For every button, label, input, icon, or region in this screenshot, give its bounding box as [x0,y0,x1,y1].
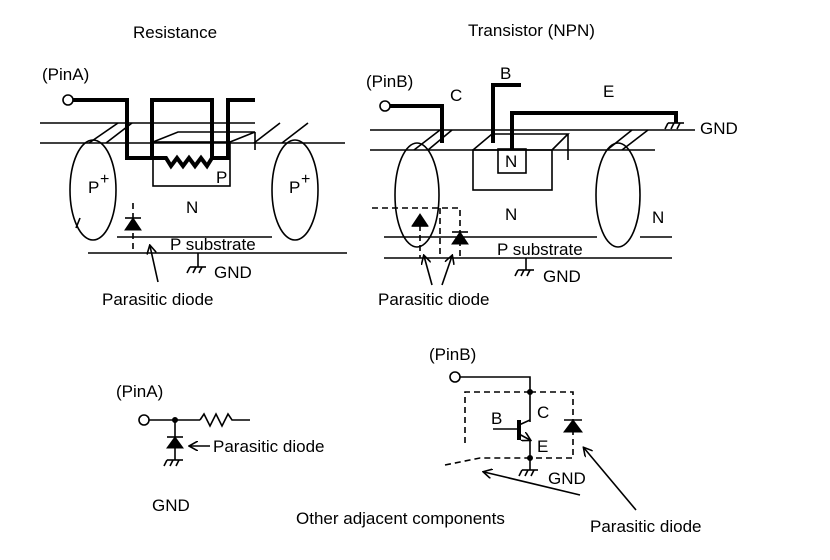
diode-triangle [166,436,184,449]
n-body-label: N [505,205,517,224]
parasitic-box [372,207,469,258]
parasitic-arrow-right [441,256,452,286]
arrow-tick [75,217,81,229]
transistor-cross-section: Transistor (NPN) (PinB) C B E GND N [366,21,738,309]
gnd-symbol [518,469,538,477]
base-schematic-label: B [491,409,502,428]
substrate-label: P substrate [497,240,583,259]
schematic-transistor: (PinB) B C E GND Other adjacent componen… [296,345,702,536]
parasitic-label: Parasitic diode [102,290,214,309]
isolation-right [595,142,641,248]
base-region-top [472,133,570,151]
pin-a-schematic-terminal[interactable] [138,414,150,426]
top-edge [281,122,309,144]
collector-wire [390,104,444,143]
pin-b-schematic-label: (PinB) [429,345,476,364]
parasitic-schematic-label: Parasitic diode [213,437,325,456]
parasitic-arrow-left [424,256,433,286]
emitter-n-label: N [505,152,517,171]
schematic-resistance: (PinA) Parasitic diode GND [116,382,325,515]
p-plus-left-sup: + [100,171,109,188]
pin-a-terminal[interactable] [62,94,74,106]
emitter-schematic-label: E [537,437,548,456]
p-plus-right-label: P [289,178,300,197]
p-region-top [152,131,256,143]
collector-schematic-label: C [537,403,549,422]
parasitic-label: Parasitic diode [378,290,490,309]
resistance-title: Resistance [133,23,217,42]
metal-wiring [73,98,255,160]
parasitic-arrow [150,246,159,283]
diode-triangle [563,419,583,433]
gnd-top-symbol [664,122,684,130]
gnd-top-label: GND [700,119,738,138]
substrate-label: P substrate [170,235,256,254]
top-edge [253,122,281,144]
parasitic-arrow [584,448,637,511]
transistor-title: Transistor (NPN) [468,21,595,40]
pin-b-terminal[interactable] [379,100,391,112]
top-edge [413,129,441,151]
base-label: B [500,64,511,83]
gnd-schematic-label: GND [152,496,190,515]
gnd-symbol [163,459,183,467]
top-edge [105,122,133,144]
resistor-zigzag [152,154,214,170]
top-edge [606,129,633,151]
collector-label: C [450,86,462,105]
p-plus-left-label: P [88,178,99,197]
top-edge [427,129,453,151]
pin-b-label: (PinB) [366,72,413,91]
isolation-left [394,142,440,248]
p-region-label: P [216,168,227,187]
p-plus-left [69,139,117,241]
parasitic-diode-symbol [124,203,142,253]
adjacent-arrow [484,472,581,496]
n-adjacent-label: N [652,208,664,227]
pin-b-schematic-terminal[interactable] [449,371,461,383]
p-plus-right [271,139,319,241]
n-region-label: N [186,198,198,217]
transistor-collector-leg [518,419,531,426]
resistor-symbol [199,412,250,428]
gnd-schematic-label: GND [548,469,586,488]
pin-a-label: (PinA) [42,65,89,84]
gnd-symbol [186,253,206,274]
p-plus-right-sup: + [301,171,310,188]
pin-a-schematic-label: (PinA) [116,382,163,401]
gnd-label: GND [543,267,581,286]
adjacent-label: Other adjacent components [296,509,505,528]
parasitic-schematic-label: Parasitic diode [590,517,702,536]
gnd-symbol [514,258,534,277]
transistor-emitter-leg [518,434,530,440]
p-region [152,141,231,187]
adjacent-box [444,457,530,466]
base-wire [491,83,521,143]
adjacent-box [464,391,530,445]
collector-wire [460,376,531,422]
gnd-label: GND [214,263,252,282]
resistance-cross-section: Resistance (PinA) P P + P + N P substrat… [40,23,347,309]
emitter-region [497,148,527,174]
emitter-label: E [603,82,614,101]
emitter-wire [510,111,678,150]
base-region [472,149,553,191]
